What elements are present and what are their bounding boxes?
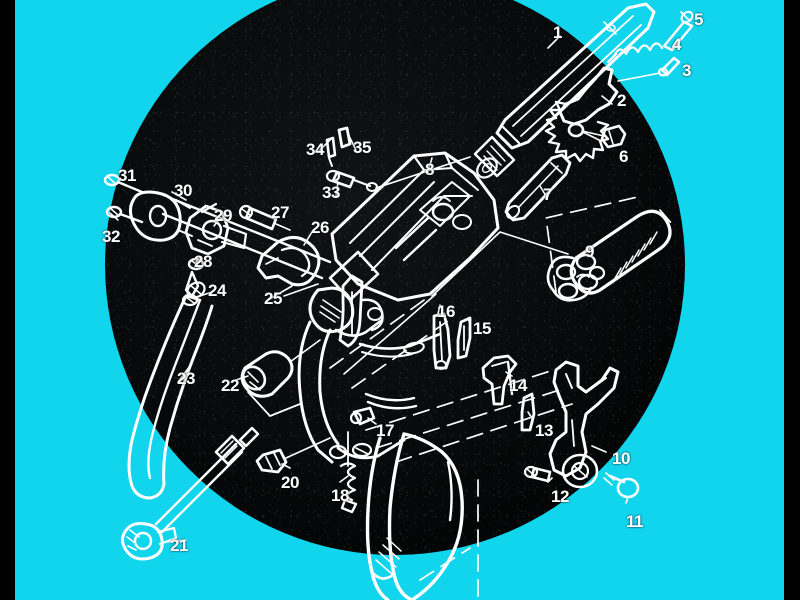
callout-trigger: 16: [437, 302, 455, 321]
part-latch-plunger: [581, 124, 627, 149]
callout-wedge-spring: 5: [694, 10, 703, 29]
callout-hand-and-spring: 25: [264, 289, 282, 308]
part-frame: [297, 151, 500, 464]
callout-cylinder-arbor: 29: [214, 206, 232, 225]
callout-bolt: 15: [473, 319, 491, 338]
callout-trigger-spring: 13: [535, 421, 553, 440]
callout-barrel-wedge: 3: [682, 61, 691, 80]
callout-nipple-wrench: 22: [221, 376, 239, 395]
callout-cylinder: 9: [585, 242, 594, 261]
callout-hammer-roller-pin: 17: [376, 421, 394, 440]
callout-loading-lever-latch: 2: [617, 91, 626, 110]
part-grip-panels: [365, 432, 479, 600]
callout-ramrod-assembly: 21: [170, 536, 188, 555]
part-grip-screw-nut: [255, 437, 331, 474]
part-mainspring-screw: [339, 431, 358, 514]
callout-rammer-head: 30: [174, 181, 192, 200]
callout-loading-plunger: 7: [543, 185, 552, 204]
part-loading-plunger: [504, 153, 572, 222]
callout-grip-screw-nut: 20: [281, 473, 299, 492]
callout-backstrap-screw: 12: [551, 487, 569, 506]
part-mainspring: [127, 281, 214, 500]
callout-sear-bolt-spring: 14: [509, 376, 527, 395]
right-edge-bar: [784, 0, 800, 600]
part-trigger-guard-group: [523, 360, 640, 504]
part-cylinder-arbor-assembly: [103, 173, 332, 307]
part-wedge-spring: [662, 10, 694, 52]
callout-bolt-screw: 26: [311, 218, 329, 237]
callout-latch-plunger: 6: [619, 147, 628, 166]
callout-hammer-screw: 33: [322, 183, 340, 202]
part-nipples-and-screws: [325, 126, 471, 192]
part-lockwork-group: [329, 231, 573, 463]
left-edge-bar: [0, 0, 15, 600]
callout-barrel-assembly: 1: [553, 23, 562, 42]
callout-rammer-pin: 31: [118, 166, 136, 185]
callout-nipple: 34: [306, 140, 324, 159]
callout-rammer-screw: 32: [102, 227, 120, 246]
part-ramrod-assembly: [121, 426, 260, 561]
part-barrel-wedge: [617, 56, 681, 82]
part-cylinder: [545, 195, 673, 302]
part-barrel-assembly: [473, 2, 656, 179]
callout-wedge-spring-screw: 4: [672, 35, 681, 54]
callout-guard-screw: 11: [626, 512, 643, 531]
callout-ratchet-washer: 28: [194, 252, 212, 271]
part-hand-and-springs: [238, 204, 321, 297]
callout-nipple-cone: 35: [353, 138, 371, 157]
callout-hand-spring-screw: 24: [208, 281, 226, 300]
callout-mainspring: 23: [177, 369, 195, 388]
part-nipple-wrench: [240, 339, 321, 417]
callout-cylinder-pin-screw: 27: [271, 203, 289, 222]
callout-frame: 8: [425, 160, 434, 179]
callout-mainspring-screw: 18: [331, 486, 349, 505]
callout-trigger-guard: 10: [612, 449, 630, 468]
leader-lines: [165, 35, 613, 543]
part-loading-lever-latch: [544, 66, 619, 163]
part-wedge-spring-screw: [606, 42, 664, 64]
